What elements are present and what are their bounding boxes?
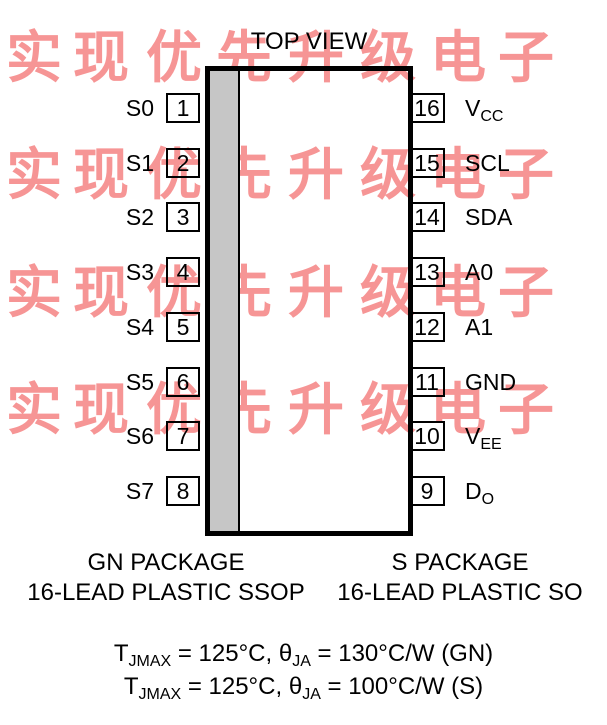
pin-label-sub: CC — [480, 108, 504, 125]
pin-label-2: S1 — [125, 150, 154, 176]
pin-label-5: S4 — [125, 314, 154, 340]
pin-label-1: S0 — [125, 95, 154, 121]
watermark-glyph: 实 — [6, 378, 62, 444]
gn-package-desc: 16-LEAD PLASTIC SSOP — [27, 579, 305, 606]
watermark-glyph: 升 — [288, 25, 344, 91]
pin-number-8: 8 — [166, 476, 200, 506]
pin-label-main: SCL — [465, 150, 510, 176]
chip-stripe — [210, 71, 240, 531]
watermark-column: 现现现现 — [73, 0, 129, 470]
watermark-glyph: 子 — [498, 378, 554, 444]
watermark-column: 级级级级 — [360, 0, 416, 470]
pin-label-6: S5 — [125, 369, 154, 395]
pin-label-4: S3 — [125, 259, 154, 285]
watermark-glyph: 电 — [430, 143, 486, 209]
pin-number-10: 10 — [409, 421, 445, 451]
watermark-glyph: 级 — [360, 260, 416, 326]
s-package-label: S PACKAGE 16-LEAD PLASTIC SO — [310, 548, 607, 608]
watermark-glyph: 电 — [430, 260, 486, 326]
pin-number-11: 11 — [409, 367, 445, 397]
pin-label-8: S7 — [125, 478, 154, 504]
watermark-glyph: 现 — [73, 378, 129, 444]
pin-label-10: VEE — [465, 421, 502, 460]
pin-label-9: DO — [465, 476, 494, 515]
watermark-column: 实实实实 — [6, 0, 62, 470]
pin-number-12: 12 — [409, 312, 445, 342]
diagram-title: TOP VIEW — [250, 28, 368, 55]
pin-number-16: 16 — [409, 93, 445, 123]
pin-label-15: SCL — [465, 148, 510, 178]
watermark-glyph: 级 — [360, 25, 416, 91]
pin-number-9: 9 — [409, 476, 445, 506]
chip-body — [205, 66, 413, 536]
watermark-column: 电电电电 — [430, 0, 486, 470]
watermark-column: 升升升升 — [288, 0, 344, 470]
pin-number-5: 5 — [166, 312, 200, 342]
pin-label-main: V — [465, 423, 481, 449]
pin-label-main: GND — [465, 369, 517, 395]
watermark-glyph: 优 — [146, 260, 202, 326]
watermark-glyph: 子 — [498, 143, 554, 209]
pin-label-main: A0 — [465, 259, 494, 285]
pin-number-13: 13 — [409, 257, 445, 287]
watermark-glyph: 实 — [6, 25, 62, 91]
watermark-glyph: 优 — [146, 378, 202, 444]
s-package-name: S PACKAGE — [391, 549, 529, 576]
watermark-glyph: 级 — [360, 378, 416, 444]
pin-number-1: 1 — [166, 93, 200, 123]
watermark-glyph: 现 — [73, 143, 129, 209]
gn-package-label: GN PACKAGE 16-LEAD PLASTIC SSOP — [0, 548, 332, 608]
pin-label-12: A1 — [465, 312, 493, 342]
pin-label-main: A1 — [465, 314, 494, 340]
pin-number-3: 3 — [166, 202, 200, 232]
pin-label-16: VCC — [465, 93, 503, 132]
watermark-glyph: 电 — [430, 25, 486, 91]
pin-number-7: 7 — [166, 421, 200, 451]
pin-label-main: SDA — [465, 204, 513, 230]
pin-label-sub: EE — [480, 436, 502, 453]
pin-number-15: 15 — [409, 148, 445, 178]
watermark-column: 子子子子 — [498, 0, 554, 470]
watermark-column: 优优优优 — [146, 0, 202, 470]
pin-number-14: 14 — [409, 202, 445, 232]
watermark-glyph: 实 — [6, 260, 62, 326]
watermark-glyph: 现 — [73, 260, 129, 326]
pin-label-main: V — [465, 95, 481, 121]
pin-label-14: SDA — [465, 202, 512, 232]
watermark-glyph: 电 — [430, 378, 486, 444]
watermark-glyph: 升 — [288, 260, 344, 326]
watermark-glyph: 子 — [498, 260, 554, 326]
pin-label-main: D — [465, 478, 482, 504]
watermark-glyph: 子 — [498, 25, 554, 91]
pin-label-7: S6 — [125, 423, 154, 449]
thermal-line-2: TJMAX = 125°C, θJA = 100°C/W (S) — [123, 673, 484, 703]
watermark-glyph: 升 — [288, 378, 344, 444]
pin-number-2: 2 — [166, 148, 200, 178]
thermal-line-1: TJMAX = 125°C, θJA = 130°C/W (GN) — [113, 640, 494, 670]
watermark-glyph: 级 — [360, 143, 416, 209]
s-package-desc: 16-LEAD PLASTIC SO — [337, 579, 583, 606]
pin-label-sub: O — [481, 491, 495, 508]
pin-label-11: GND — [465, 367, 516, 397]
watermark-glyph: 实 — [6, 143, 62, 209]
pin-label-13: A0 — [465, 257, 493, 287]
watermark-glyph: 现 — [73, 25, 129, 91]
pin-number-6: 6 — [166, 367, 200, 397]
pin-number-4: 4 — [166, 257, 200, 287]
pin-label-3: S2 — [125, 204, 154, 230]
gn-package-name: GN PACKAGE — [87, 549, 245, 576]
watermark-glyph: 优 — [146, 25, 202, 91]
watermark-glyph: 升 — [288, 143, 344, 209]
watermark-glyph: 优 — [146, 143, 202, 209]
